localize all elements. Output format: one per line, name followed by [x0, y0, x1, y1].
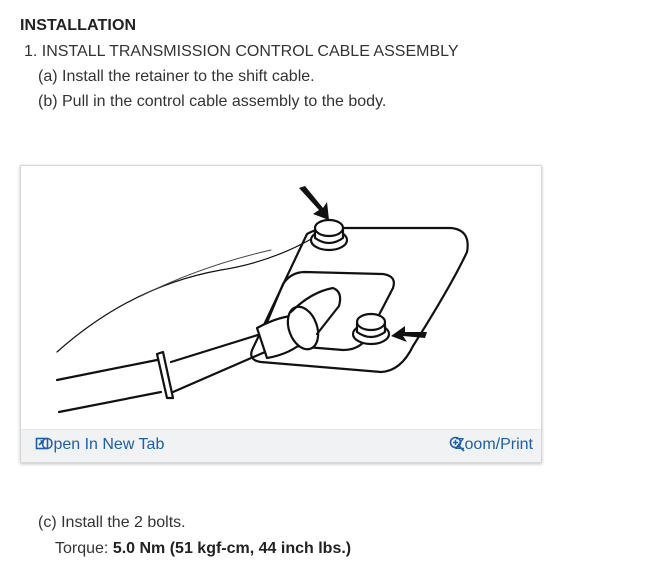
torque-value: 5.0 Nm (51 kgf-cm, 44 inch lbs.): [112, 540, 352, 557]
cable-bracket-illustration: [55, 186, 469, 414]
torque-label: Torque:: [55, 540, 113, 557]
zoom-print-label: Zoom/Print: [454, 436, 533, 453]
torque-spec: Torque: 5.0 Nm (51 kgf-cm, 44 inch lbs.): [55, 540, 351, 558]
illustration-figure: Open In New Tab Zoom/Print: [20, 165, 542, 463]
step-title: 1. INSTALL TRANSMISSION CONTROL CABLE AS…: [24, 43, 459, 60]
substep-a: (a) Install the retainer to the shift ca…: [38, 68, 315, 85]
zoom-print-link[interactable]: Zoom/Print: [449, 436, 533, 454]
substep-b: (b) Pull in the control cable assembly t…: [38, 93, 387, 110]
open-in-new-tab-label: Open In New Tab: [41, 436, 165, 453]
open-in-new-tab-link[interactable]: Open In New Tab: [35, 436, 164, 454]
substep-c: (c) Install the 2 bolts.: [38, 514, 186, 531]
figure-action-bar: Open In New Tab Zoom/Print: [21, 429, 541, 462]
section-heading: INSTALLATION: [20, 17, 137, 34]
